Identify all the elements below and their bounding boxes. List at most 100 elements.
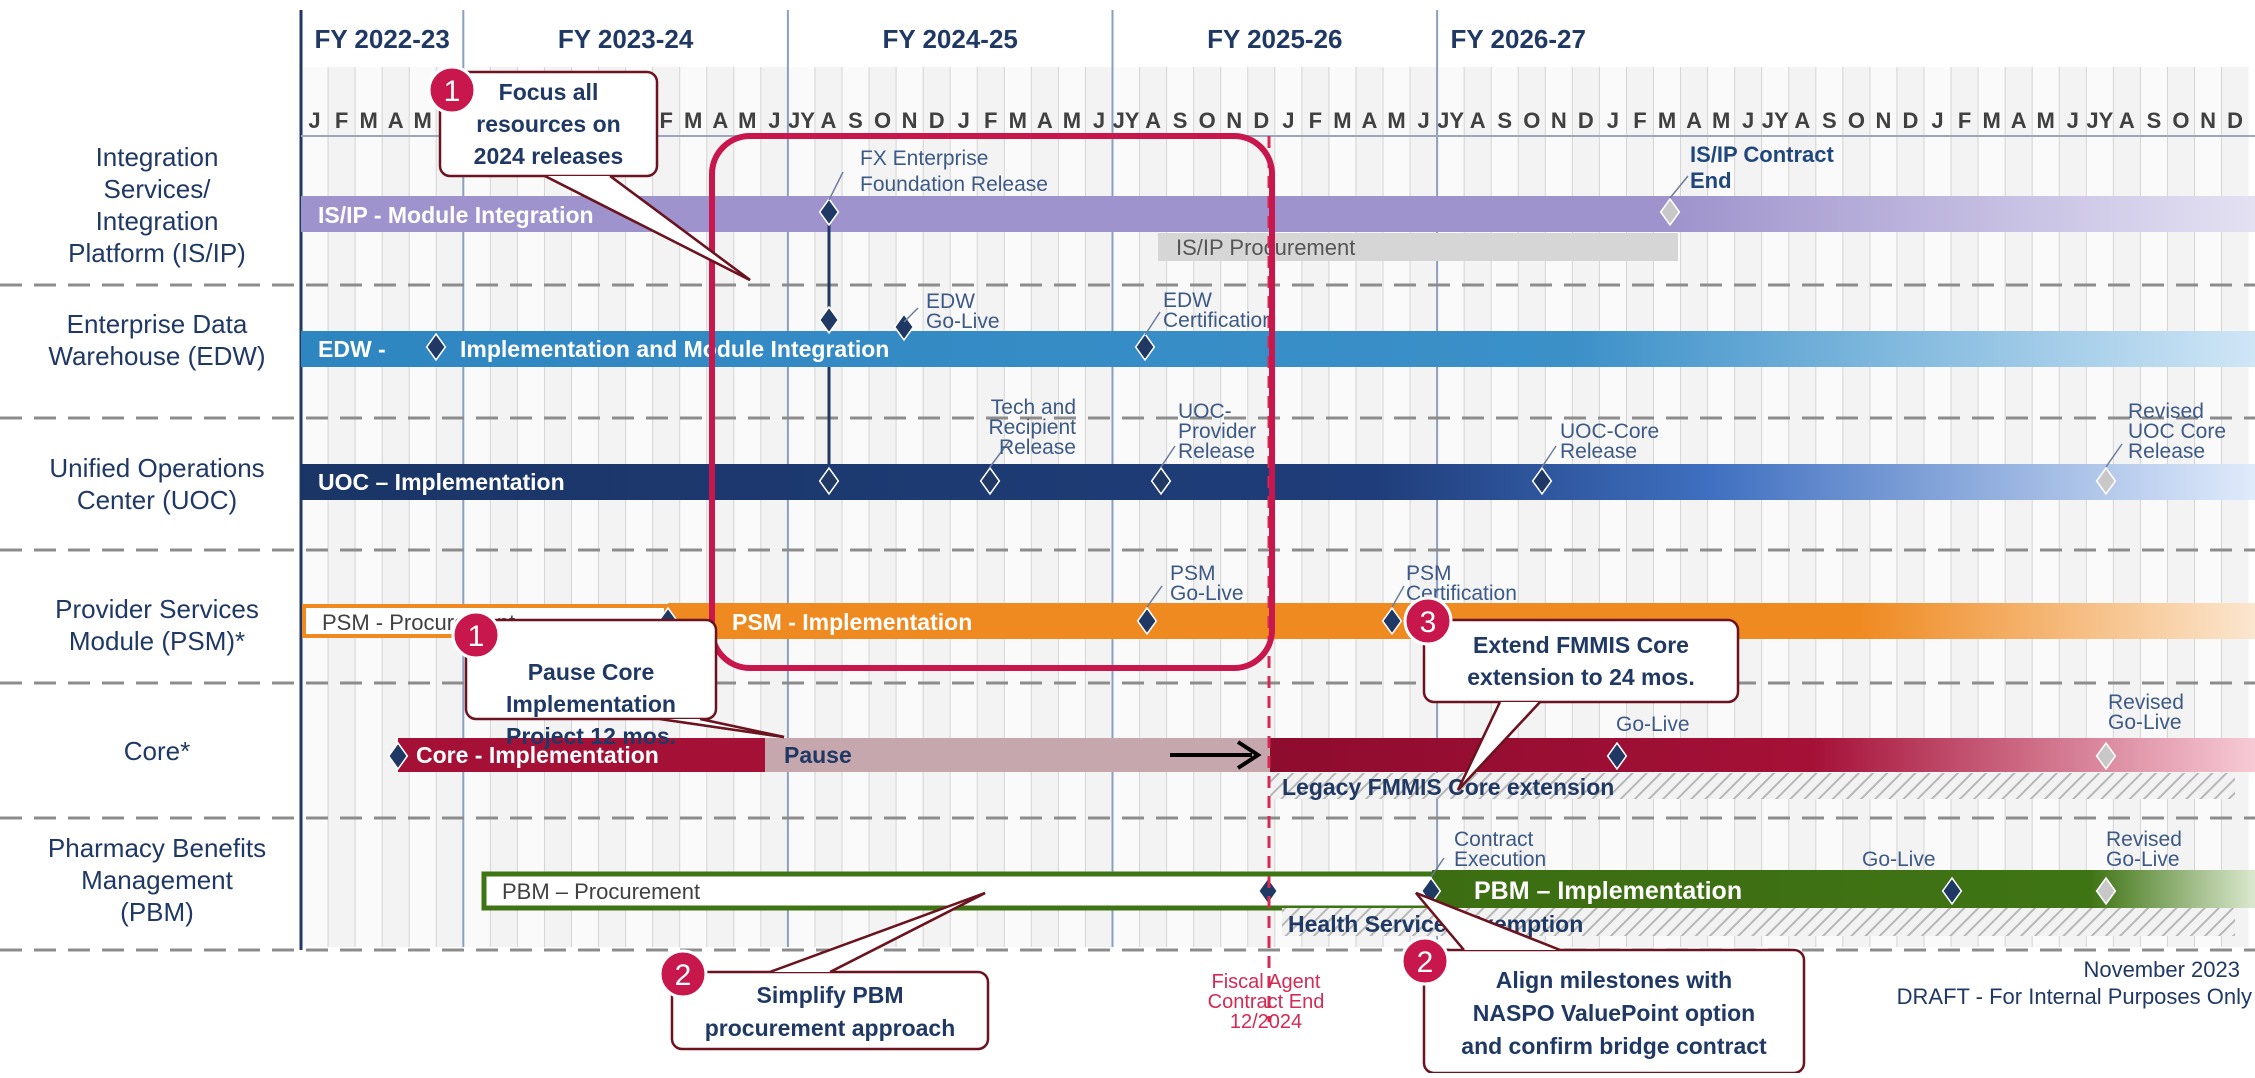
isip-procurement-bar — [1158, 233, 1678, 261]
milestone-label: Release — [1178, 440, 1255, 463]
month-label: O — [1523, 108, 1540, 133]
callout-number-badge — [451, 610, 501, 660]
fiscal-year-label: FY 2026-27 — [1451, 24, 1586, 54]
pbm-golive-diamond — [1941, 876, 1963, 906]
month-label: M — [1658, 108, 1676, 133]
month-label: J — [1931, 108, 1943, 133]
month-label: M — [684, 108, 702, 133]
month-label: A — [1362, 108, 1378, 133]
edw-golive-diamond — [893, 312, 915, 342]
bar-label: PBM – Procurement — [502, 879, 700, 904]
milestone-label: Revised — [2106, 828, 2182, 851]
month-label: M — [1982, 108, 2000, 133]
milestone-label: Go-Live — [1170, 582, 1244, 605]
milestone-label: Go-Live — [1616, 713, 1690, 736]
month-label: N — [1551, 108, 1567, 133]
callout-text: and confirm bridge contract — [1461, 1033, 1767, 1059]
bar-label: Implementation and Module Integration — [460, 336, 889, 362]
month-label: JY — [1437, 108, 1464, 133]
bar-label: Pause — [784, 742, 852, 768]
psm-golive-diamond — [1136, 606, 1158, 636]
row-label: Platform (IS/IP) — [68, 238, 246, 268]
callout-text: procurement approach — [705, 1015, 956, 1041]
bar-label: Legacy FMMIS Core extension — [1282, 774, 1614, 800]
psm-cert-diamond — [1381, 606, 1403, 636]
row-label: Pharmacy Benefits — [48, 833, 266, 863]
month-label: F — [659, 108, 672, 133]
row-label: Integration — [96, 206, 219, 236]
month-label: O — [874, 108, 891, 133]
milestone-label: UOC-Core — [1560, 420, 1659, 443]
milestone-label: Certification — [1163, 309, 1274, 332]
month-label: O — [1848, 108, 1865, 133]
milestone-label: Provider — [1178, 420, 1256, 443]
month-label: J — [1417, 108, 1429, 133]
callout-number-badge — [1403, 596, 1453, 646]
isip-contract-end-diamond — [1659, 197, 1681, 227]
fiscal-year-label: FY 2025-26 — [1207, 24, 1342, 54]
callout-text: Align milestones with — [1496, 967, 1732, 993]
row-label: (PBM) — [120, 897, 194, 927]
fx-edw-diamond — [818, 305, 840, 335]
callout-text: Simplify PBM — [757, 982, 904, 1008]
milestone-label: Go-Live — [2108, 711, 2182, 734]
milestone-label: Revised — [2128, 400, 2204, 423]
callout-number: 2 — [1417, 946, 1434, 979]
month-label: D — [2227, 108, 2243, 133]
milestone-label: EDW — [926, 290, 975, 313]
month-label: F — [1309, 108, 1322, 133]
edw-implementation-bar — [301, 331, 2255, 367]
callout-number: 2 — [675, 959, 692, 992]
month-label: S — [1822, 108, 1837, 133]
month-label: F — [1958, 108, 1971, 133]
callout-text: Focus all — [499, 79, 599, 105]
month-label: N — [2200, 108, 2216, 133]
month-label: M — [1063, 108, 1081, 133]
month-label: D — [929, 108, 945, 133]
milestone-label: Release — [1560, 440, 1637, 463]
pbm-revised-diamond — [2095, 876, 2117, 906]
uoc-core-diamond — [1531, 466, 1553, 496]
month-label: D — [1578, 108, 1594, 133]
milestone-label: Revised — [2108, 691, 2184, 714]
milestone-label: UOC Core — [2128, 420, 2226, 443]
month-label: S — [1497, 108, 1512, 133]
month-label: M — [2037, 108, 2055, 133]
row-label: Services/ — [104, 174, 212, 204]
fiscal-agent-label: Fiscal Agent — [1212, 971, 1321, 993]
month-label: N — [1226, 108, 1242, 133]
month-label: A — [821, 108, 837, 133]
milestone-label: Go-Live — [2106, 848, 2180, 871]
fiscal-year-label: FY 2024-25 — [882, 24, 1017, 54]
fiscal-year-label: FY 2022-23 — [314, 24, 449, 54]
month-label: A — [2119, 108, 2135, 133]
callout-text: Project 12 mos. — [506, 723, 676, 749]
row-label: Module (PSM)* — [69, 626, 245, 656]
fiscal-year-label: FY 2023-24 — [558, 24, 694, 54]
callout-number-badge — [1400, 936, 1450, 986]
fiscal-agent-label: 12/2024 — [1230, 1011, 1302, 1033]
month-label: S — [848, 108, 863, 133]
month-label: J — [1093, 108, 1105, 133]
month-label: A — [1686, 108, 1702, 133]
callout-text: Extend FMMIS Core — [1473, 632, 1689, 658]
milestone-label: EDW — [1163, 289, 1212, 312]
fx-release-diamond — [818, 197, 840, 227]
month-label: S — [2147, 108, 2162, 133]
bar-label: UOC – Implementation — [318, 469, 565, 495]
month-label: J — [768, 108, 780, 133]
month-label: J — [2067, 108, 2079, 133]
callout-text: 2024 releases — [474, 143, 624, 169]
callout-text: NASPO ValuePoint option — [1473, 1000, 1755, 1026]
month-label: J — [1282, 108, 1294, 133]
month-label: J — [1742, 108, 1754, 133]
row-label: Center (UOC) — [77, 485, 237, 515]
month-label: J — [1607, 108, 1619, 133]
callout-text: Pause Core — [528, 659, 655, 685]
row-label: Core* — [124, 736, 190, 766]
month-label: A — [1145, 108, 1161, 133]
month-label: J — [308, 108, 320, 133]
row-label: Unified Operations — [49, 453, 264, 483]
month-label: S — [1173, 108, 1188, 133]
